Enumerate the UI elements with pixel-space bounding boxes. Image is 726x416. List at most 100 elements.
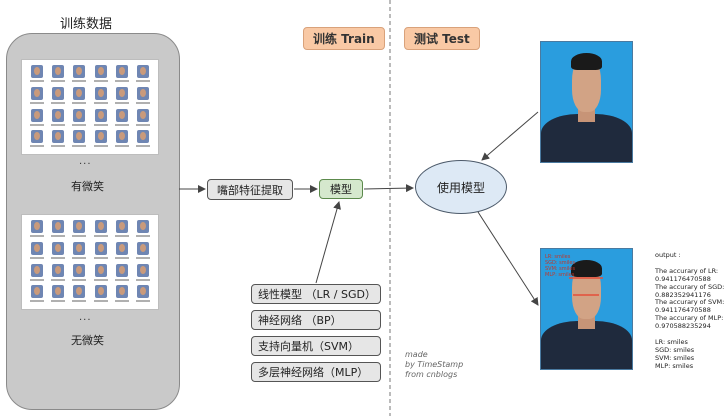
thumbnail-caption [50, 300, 65, 303]
face-image [73, 65, 86, 78]
face-image [73, 108, 86, 122]
face-image [137, 130, 150, 144]
face-thumbnail [71, 285, 88, 304]
model-item-bp: 神经网络 （BP） [251, 310, 381, 330]
thumbnail-caption [50, 278, 65, 281]
face-image [51, 130, 64, 144]
face-thumbnail [71, 130, 88, 149]
thumbnail-caption [136, 300, 151, 303]
face-image [115, 241, 128, 255]
thumbnail-caption [72, 101, 87, 104]
thumbnail-caption [50, 145, 65, 148]
thumbnail-caption [114, 101, 129, 104]
face-thumbnail [49, 241, 66, 261]
face-thumbnail [113, 241, 130, 261]
model-item-mlp: 多层神经网络（MLP） [251, 362, 381, 382]
face-thumbnail [113, 130, 130, 149]
train-data-title: 训练数据 [60, 17, 113, 32]
arrow-ellipse-to-result [477, 211, 539, 306]
thumbnail-caption [72, 278, 87, 281]
thumbnail-caption [50, 101, 65, 104]
thumbnail-caption [72, 123, 87, 126]
face-image [51, 65, 64, 78]
face-thumbnail [28, 108, 45, 128]
thumbnail-caption [29, 235, 44, 237]
face-image [51, 86, 64, 100]
face-image [30, 86, 43, 100]
use-model-ellipse: 使用模型 [415, 160, 507, 214]
thumbnail-caption [72, 256, 87, 259]
face-thumbnail [113, 86, 130, 106]
overlay-mlp: MLP: smiles [545, 272, 575, 278]
face-image [115, 86, 128, 100]
mouth-feature-extraction-box: 嘴部特征提取 [207, 179, 293, 200]
face-thumbnail [28, 285, 45, 304]
face-thumbnail [28, 65, 45, 84]
result-photo: LR: smiles SGD: smiles SVM: smiles MLP: … [540, 248, 633, 370]
face-image [73, 263, 86, 277]
face-thumbnail [28, 263, 45, 283]
face-image [30, 263, 43, 277]
thumbnail-caption [72, 80, 87, 82]
arrow-models-to-model [315, 201, 341, 284]
thumbnail-caption [114, 300, 129, 303]
output-line: output : [655, 251, 681, 259]
face-thumbnail [135, 241, 152, 261]
face-thumbnail [49, 285, 66, 304]
arrow-photo-to-ellipse [481, 111, 539, 161]
thumbnail-caption [136, 80, 151, 82]
face-image [137, 285, 150, 299]
face-thumbnail [28, 220, 45, 239]
face-thumbnail [135, 285, 152, 304]
thumbnail-caption [50, 256, 65, 259]
smile-group-label: 有微笑 [71, 180, 104, 193]
thumbnail-caption [50, 235, 65, 237]
thumbnail-caption [72, 145, 87, 148]
train-data-panel: ... 有微笑 ... 无微笑 [6, 33, 180, 410]
thumbnail-caption [29, 256, 44, 259]
output-line: 0.941176470588 [655, 274, 711, 283]
face-thumbnail [49, 108, 66, 128]
thumbnail-caption [50, 80, 65, 82]
accuracy-output: output : The accurary of LR:0.9411764705… [655, 251, 725, 371]
output-line: The accurary of SGD: [655, 282, 725, 291]
overlay-lr: LR: smiles [545, 254, 571, 260]
face-image [30, 220, 43, 233]
thumbnail-caption [136, 235, 151, 237]
face-image [115, 285, 128, 299]
thumbnail-caption [136, 145, 151, 148]
face-thumbnail [113, 285, 130, 304]
face-thumbnail [28, 241, 45, 261]
nosmile-thumbnail-grid [21, 214, 159, 310]
output-line: 0.882352941176 [655, 290, 711, 299]
model-item-linear: 线性模型 （LR / SGD） [251, 284, 381, 304]
model-item-svm: 支持向量机（SVM） [251, 336, 381, 356]
face-image [73, 86, 86, 100]
face-thumbnail [71, 263, 88, 283]
thumbnail-caption [29, 278, 44, 281]
face-thumbnail [28, 86, 45, 106]
output-line: The accurary of MLP: [655, 314, 724, 323]
face-thumbnail [135, 130, 152, 149]
use-model-label: 使用模型 [436, 180, 485, 195]
test-photo [540, 41, 633, 163]
output-line: 0.970588235294 [655, 322, 711, 331]
face-thumbnail [71, 241, 88, 261]
thumbnail-caption [93, 145, 108, 148]
thumbnail-caption [136, 101, 151, 104]
face-image [30, 65, 43, 78]
credit-line-3: from cnblogs [405, 370, 458, 379]
face-image [94, 220, 107, 233]
face-thumbnail [49, 65, 66, 84]
face-thumbnail [92, 263, 109, 283]
thumbnail-caption [93, 101, 108, 104]
thumbnail-caption [29, 300, 44, 303]
face-thumbnail [113, 108, 130, 128]
face-thumbnail [135, 86, 152, 106]
face-thumbnail [71, 65, 88, 84]
face-image [51, 263, 64, 277]
face-thumbnail [49, 130, 66, 149]
face-image [94, 86, 107, 100]
